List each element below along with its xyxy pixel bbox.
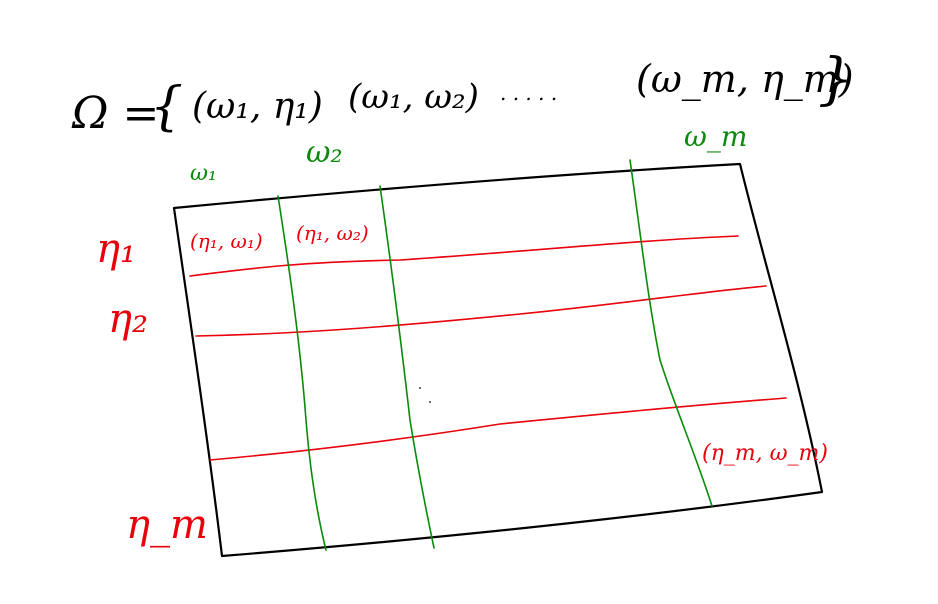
equation-pair-2: (ω₁, ω₂) <box>348 77 479 117</box>
stray-dot <box>429 401 431 403</box>
column-label-1: ω₁ <box>190 161 217 186</box>
equation-ellipsis: . . . . . <box>500 81 557 105</box>
column-line-1 <box>277 195 327 551</box>
row-line-3 <box>209 397 787 461</box>
stray-dot <box>419 387 421 389</box>
cell-label-second: (η₁, ω₂) <box>296 221 369 245</box>
column-label-2: ω₂ <box>306 135 343 170</box>
column-line-2 <box>379 185 435 549</box>
column-line-m <box>629 159 713 507</box>
stray-marks <box>419 387 431 403</box>
equation-open-brace: { <box>150 77 183 137</box>
row-lines <box>189 235 787 461</box>
row-labels: η₁ η₂ η_m <box>96 226 208 548</box>
cell-label-last: (η_m, ω_m) <box>702 441 828 466</box>
equation-pair-1: (ω₁, η₁) <box>192 86 323 127</box>
equation: Ω = { (ω₁, η₁) (ω₁, ω₂) . . . . . (ω_m, … <box>71 47 854 139</box>
row-line-1 <box>189 235 739 277</box>
equation-close-brace: } <box>818 47 854 112</box>
column-label-m: ω_m <box>684 120 747 153</box>
row-label-2: η₂ <box>108 296 148 342</box>
grid-outline <box>172 162 824 558</box>
column-lines <box>277 159 713 551</box>
cell-label-first: (η₁, ω₁) <box>190 229 263 253</box>
cell-labels: (η₁, ω₁) (η₁, ω₂) (η_m, ω_m) <box>190 221 828 466</box>
row-label-1: η₁ <box>96 226 136 272</box>
row-line-2 <box>195 285 767 337</box>
column-labels: ω₁ ω₂ ω_m <box>190 120 747 186</box>
equation-lhs: Ω = <box>71 88 159 139</box>
equation-pair-last: (ω_m, η_m) <box>636 57 854 102</box>
row-label-m: η_m <box>126 502 208 548</box>
